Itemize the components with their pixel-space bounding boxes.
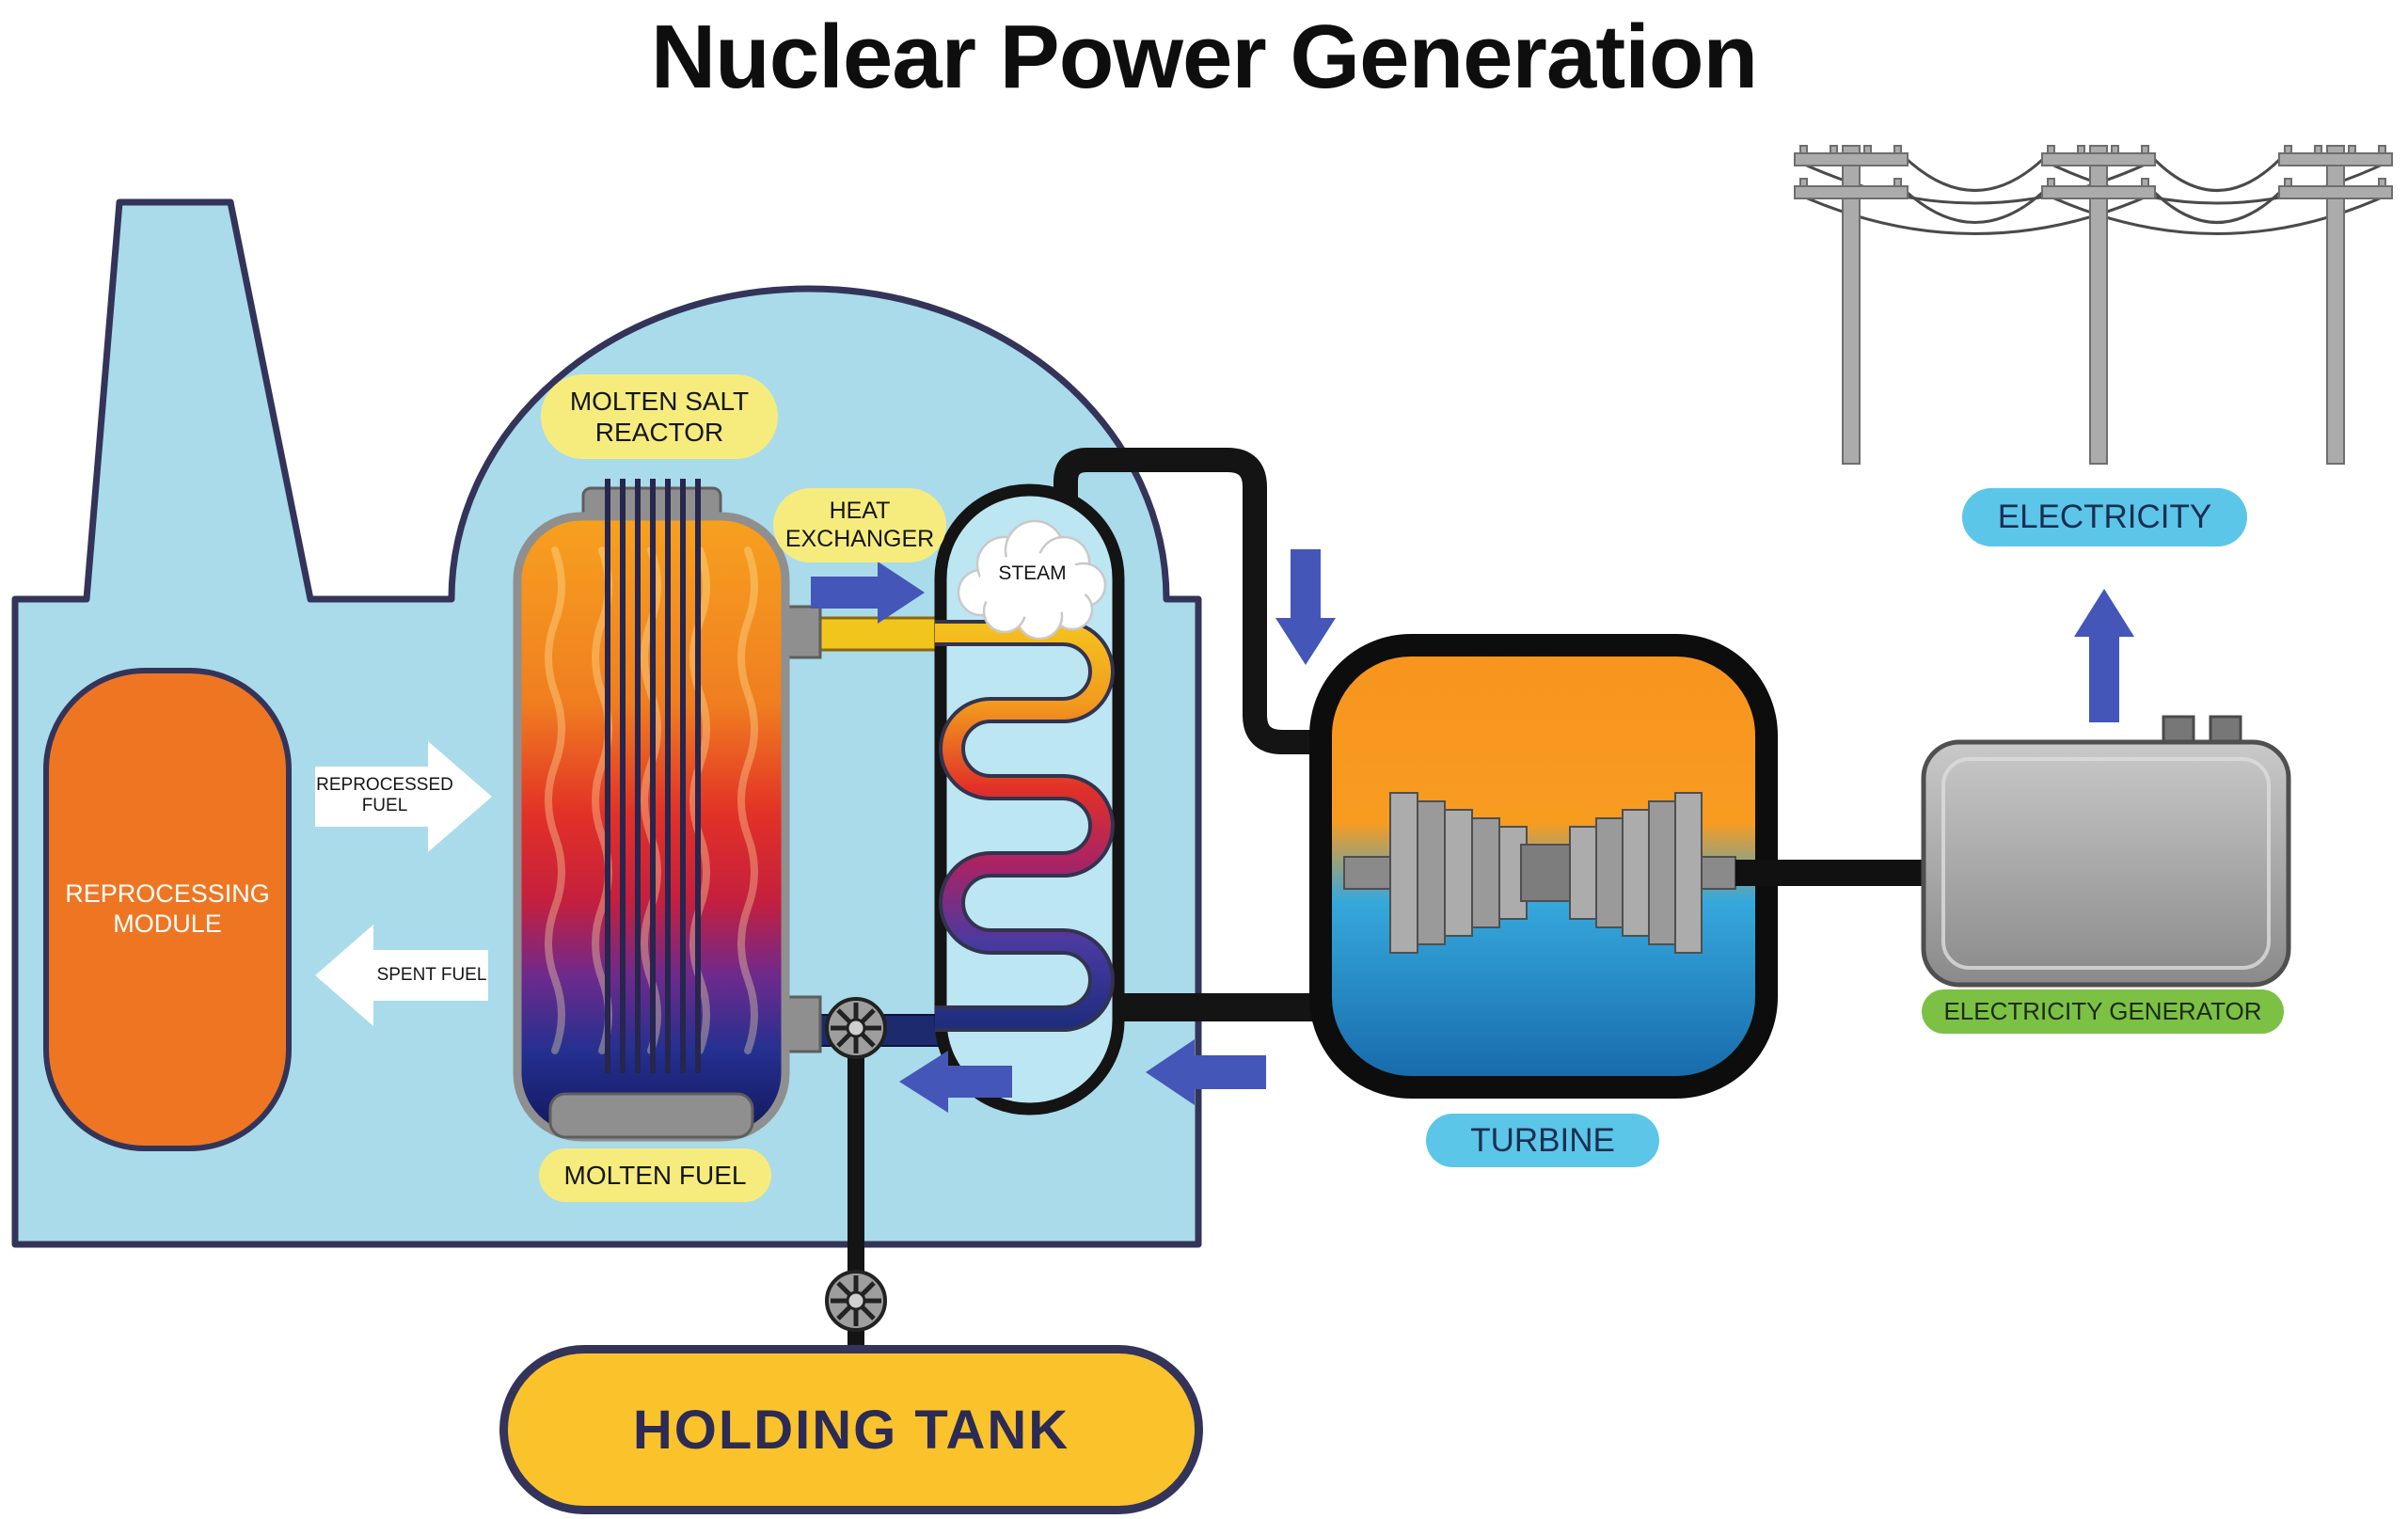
electricity-arrow-up-icon (2074, 589, 2134, 722)
reprocessing-module (43, 668, 292, 1151)
power-lines (1794, 145, 2393, 465)
reprocessing-module-label: REPROCESSING MODULE (65, 879, 270, 938)
heat-exchanger-label: HEAT EXCHANGER (773, 488, 946, 562)
steam-feed-pipe (798, 616, 952, 652)
spent-fuel-arrow (315, 925, 488, 1026)
utility-pole (2278, 145, 2393, 465)
valve-lower (825, 1270, 887, 1332)
control-rods (605, 479, 701, 1073)
steam-label: STEAM (998, 562, 1067, 584)
diagram-title: Nuclear Power Generation (650, 7, 1758, 107)
electricity-label: ELECTRICITY (1962, 488, 2247, 546)
steam-pipe-to-turbine (1054, 448, 1339, 754)
molten-salt-reactor-vessel (513, 479, 822, 1142)
turbine-generator-shaft (1735, 860, 1928, 886)
valve-upper (825, 997, 887, 1059)
utility-pole (1794, 145, 1909, 465)
reprocessed-fuel-arrow (315, 741, 492, 852)
flow-arrow-left-icon (899, 1051, 1012, 1113)
holding-tank-label: HOLDING TANK (632, 1399, 1070, 1461)
holding-tank: HOLDING TANK (499, 1345, 1203, 1514)
flow-arrow-down-icon (1275, 549, 1336, 665)
utility-pole (2041, 145, 2156, 465)
steam-cloud (957, 519, 1107, 641)
flow-arrow-left-icon (1146, 1039, 1266, 1105)
turbine-label: TURBINE (1426, 1114, 1659, 1167)
flow-arrow-right-icon (811, 562, 925, 624)
electricity-generator-label: ELECTRICITY GENERATOR (1922, 989, 2284, 1034)
molten-fuel-label: MOLTEN FUEL (539, 1148, 771, 1202)
turbine-rotor (1343, 792, 1736, 954)
spent-fuel-label: SPENT FUEL (376, 964, 487, 985)
reprocessed-fuel-label: REPROCESSED FUEL (316, 774, 453, 815)
heat-exchanger-vessel (934, 483, 1125, 1116)
molten-salt-reactor-label: MOLTEN SALT REACTOR (541, 374, 778, 459)
generator-box (1921, 715, 2291, 988)
turbine-box (1309, 634, 1778, 1099)
